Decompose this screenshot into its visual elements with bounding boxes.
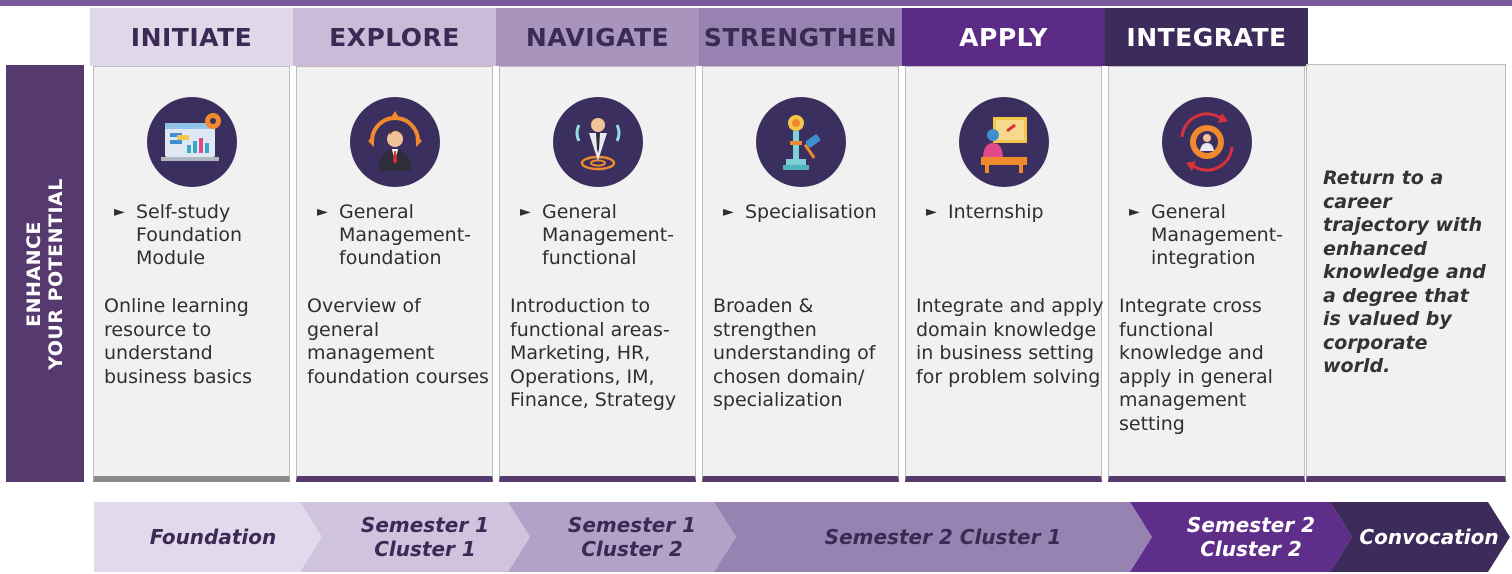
stage-card: ► General Management-integration Integra… bbox=[1108, 66, 1305, 482]
bullet-text: General Management-integration bbox=[1151, 201, 1284, 269]
stage-header: NAVIGATE bbox=[496, 8, 699, 66]
stage-title: APPLY bbox=[959, 22, 1048, 52]
stage-header: INTEGRATE bbox=[1105, 8, 1308, 66]
bullet-arrow-icon: ► bbox=[317, 204, 328, 220]
stage-description: Overview of general management foundatio… bbox=[307, 295, 489, 388]
stage-description: Integrate and apply domain knowledge in … bbox=[916, 295, 1104, 388]
gavel-trophy-icon bbox=[755, 97, 846, 187]
stage-initiate: INITIATE ► Self-study Foundation Module bbox=[90, 8, 293, 482]
bullet-text: Specialisation bbox=[745, 201, 877, 223]
stage-title: INITIATE bbox=[130, 22, 253, 52]
timeline-label: Semester 2 Cluster 1 bbox=[824, 525, 1062, 549]
stage-strengthen: STRENGTHEN ► Specialisation Broaden & st… bbox=[699, 8, 902, 482]
side-band-label: ENHANCE YOUR POTENTIAL bbox=[23, 178, 67, 370]
stage-description: Introduction to functional areas-Marketi… bbox=[510, 295, 677, 411]
timeline-chevron-foundation: Foundation bbox=[94, 502, 322, 572]
stage-bullet: ► Self-study Foundation Module bbox=[114, 201, 286, 270]
stage-description: Integrate cross functional knowledge and… bbox=[1119, 295, 1273, 435]
stage-bullet: ► General Management-functional bbox=[520, 201, 692, 270]
timeline-label: Foundation bbox=[149, 525, 277, 549]
side-band: ENHANCE YOUR POTENTIAL bbox=[6, 65, 84, 482]
return-box: Return to a career trajectory with enhan… bbox=[1306, 64, 1506, 482]
stage-integrate: INTEGRATE ► General Management-integrati… bbox=[1105, 8, 1308, 482]
stage-apply: APPLY ► Internship Integrate and apply d… bbox=[902, 8, 1105, 482]
stage-title: INTEGRATE bbox=[1126, 22, 1287, 52]
dashboard-gear-icon bbox=[146, 97, 237, 187]
stage-description: Online learning resource to understand b… bbox=[104, 295, 253, 388]
stage-bullet: ► Internship bbox=[926, 201, 1098, 224]
side-band-line-2: YOUR POTENTIAL bbox=[45, 177, 68, 370]
stage-header: EXPLORE bbox=[293, 8, 496, 66]
timeline-label: Convocation bbox=[1359, 525, 1499, 549]
stage-card: ► Specialisation Broaden & strengthen un… bbox=[702, 66, 899, 482]
bullet-arrow-icon: ► bbox=[723, 204, 734, 220]
stage-header: INITIATE bbox=[90, 8, 293, 66]
bullet-text: Self-study Foundation Module bbox=[136, 201, 243, 269]
side-band-line-1: ENHANCE bbox=[23, 220, 46, 327]
stage-card: ► General Management-foundation Overview… bbox=[296, 66, 493, 482]
stage-explore: EXPLORE ► General Management-foundation … bbox=[293, 8, 496, 482]
stage-header: APPLY bbox=[902, 8, 1105, 66]
stage-bullet: ► Specialisation bbox=[723, 201, 895, 224]
bullet-text: General Management-foundation bbox=[339, 201, 472, 269]
return-text: Return to a career trajectory with enhan… bbox=[1323, 167, 1486, 377]
top-rule bbox=[0, 0, 1512, 6]
bullet-arrow-icon: ► bbox=[520, 204, 531, 220]
presenter-board-icon bbox=[958, 97, 1049, 187]
bullet-text: General Management-functional bbox=[542, 201, 675, 269]
bullet-arrow-icon: ► bbox=[926, 204, 937, 220]
stage-bullet: ► General Management-integration bbox=[1129, 201, 1301, 270]
stage-title: EXPLORE bbox=[329, 22, 460, 52]
stage-header: STRENGTHEN bbox=[699, 8, 902, 66]
stage-card: ► Self-study Foundation Module Online le… bbox=[93, 66, 290, 482]
stage-description: Broaden & strengthen understanding of ch… bbox=[713, 295, 876, 411]
stage-navigate: NAVIGATE ► General Management-functional… bbox=[496, 8, 699, 482]
stage-bullet: ► General Management-foundation bbox=[317, 201, 489, 270]
timeline-chevron-convocation: Convocation bbox=[1330, 502, 1510, 572]
businessman-arrows-icon bbox=[349, 97, 440, 187]
gear-person-cycle-icon bbox=[1161, 97, 1252, 187]
bullet-arrow-icon: ► bbox=[1129, 204, 1140, 220]
timeline-chevron-semester-2-cluster-1: Semester 2 Cluster 1 bbox=[714, 502, 1152, 572]
stage-title: NAVIGATE bbox=[525, 22, 670, 52]
stage-title: STRENGTHEN bbox=[703, 22, 898, 52]
stage-card: ► General Management-functional Introduc… bbox=[499, 66, 696, 482]
bullet-text: Internship bbox=[948, 201, 1044, 223]
stage-card: ► Internship Integrate and apply domain … bbox=[905, 66, 1104, 482]
bullet-arrow-icon: ► bbox=[114, 204, 125, 220]
target-person-icon bbox=[552, 97, 643, 187]
